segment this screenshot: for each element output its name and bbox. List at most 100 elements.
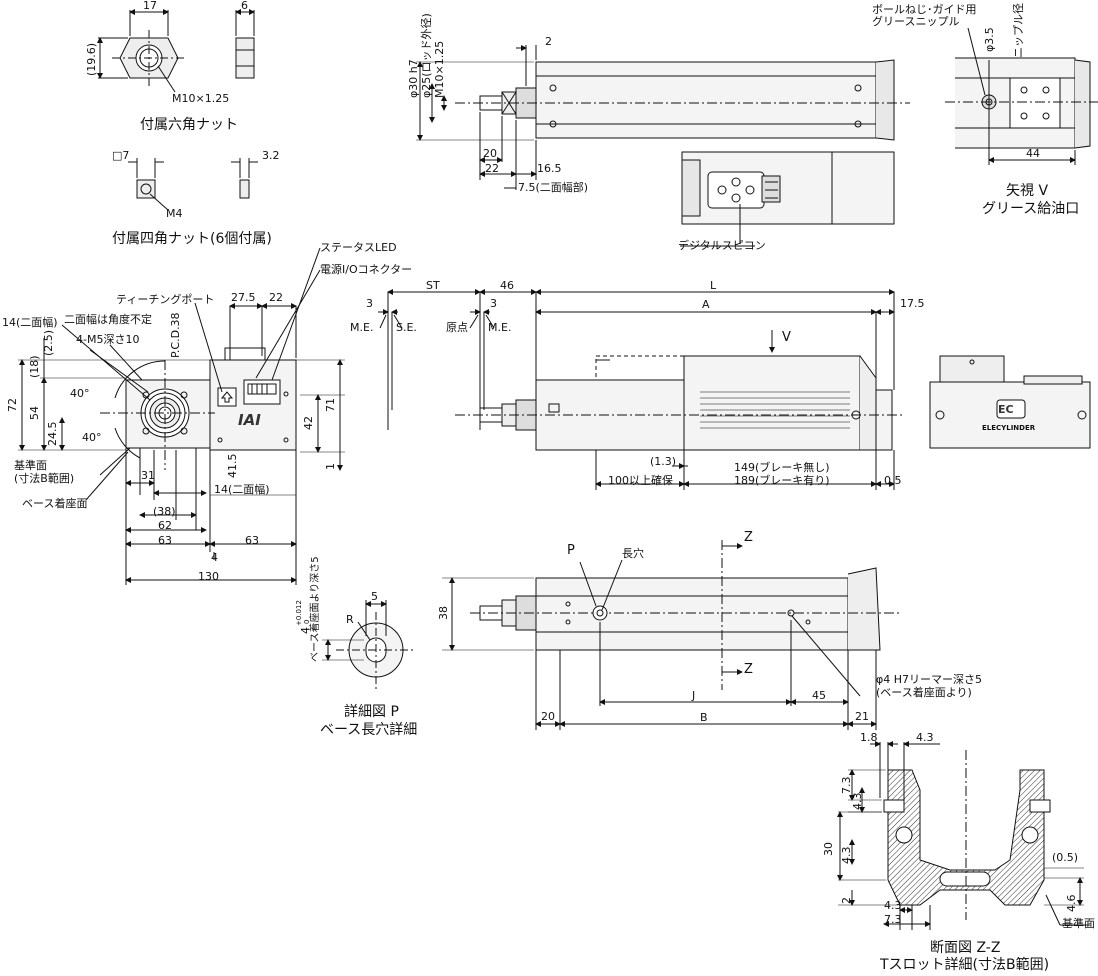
- hex-nut-thick-dim: 6: [241, 0, 248, 12]
- front-38-dim: (38): [153, 505, 176, 518]
- nipple-phi-dim: φ3.5: [983, 27, 996, 52]
- view-v-caption: 矢視 V: [1006, 183, 1049, 199]
- rod-7-5-dim: 7.5(二面幅部): [518, 181, 589, 194]
- base-slot-caption: ベース長穴詳細: [320, 722, 418, 738]
- front-63a-dim: 63: [158, 534, 172, 547]
- front-71-dim: 71: [324, 398, 337, 412]
- front-63b-dim: 63: [245, 534, 259, 547]
- stroke-st-dim: ST: [426, 279, 440, 292]
- datum-label: 基準面: [14, 459, 47, 472]
- square-nut-thick-dim: 3.2: [262, 149, 280, 162]
- iai-logo: IAI: [238, 411, 261, 429]
- base-mount-label: ベース着座面: [22, 497, 88, 510]
- section-4-3a-dim: 4.3: [916, 731, 934, 744]
- section-4-3b-dim: 4.3: [851, 792, 864, 811]
- section-0-5-dim: (0.5): [1052, 851, 1079, 864]
- front-2-5-dim: (2.5): [42, 329, 55, 356]
- view-v-arrow-label: V: [782, 330, 791, 345]
- front-72-dim: 72: [6, 398, 19, 412]
- bottom-21-dim: 21: [855, 710, 869, 723]
- side-17-5-dim: 17.5: [900, 297, 925, 310]
- bottom-45-dim: 45: [812, 689, 826, 702]
- detail-p-radius: R: [346, 613, 354, 626]
- m5-thread-label: 4-M5深さ10: [76, 333, 140, 346]
- grease-port-caption: グリース給油口: [982, 201, 1080, 217]
- detail-p-caption: 詳細図 P: [344, 704, 399, 720]
- section-z-marker-top: Z: [744, 530, 753, 545]
- section-7-3a-dim: 7.3: [840, 776, 853, 795]
- section-1-8-dim: 1.8: [860, 731, 878, 744]
- tslot-caption: Tスロット詳細(寸法B範囲): [880, 957, 1050, 973]
- grease-nipple-label: グリースニップル: [872, 15, 960, 28]
- dim-j: J: [692, 689, 696, 702]
- square-nut-drawing: [128, 158, 258, 211]
- pcd-label: P.C.D.38: [169, 312, 182, 358]
- detail-p-depth-note: ベース着座面より深さ5: [310, 556, 321, 662]
- rod-thread-dim: M10×1.25: [433, 40, 446, 98]
- bottom-view-drawing: [442, 540, 900, 730]
- front-54-dim: 54: [28, 406, 41, 420]
- reamer-note: (ベース着座面より): [876, 686, 972, 699]
- front-18-dim: (18): [28, 355, 41, 378]
- section-4-6-dim: 4.6: [1065, 894, 1078, 913]
- datum-range-label: (寸法B範囲): [14, 472, 75, 485]
- nipple-dia-label: ニップル径: [1012, 3, 1025, 58]
- front-41-5-dim: 41.5: [226, 453, 239, 479]
- power-connector-label: 電源I/Oコネクター: [320, 263, 413, 276]
- front-view-drawing: [18, 247, 345, 585]
- teaching-port-label: ティーチングポート: [116, 293, 215, 306]
- rod-20-dim: 20: [483, 147, 497, 160]
- across-flats-note: 二面幅は角度不定: [64, 313, 152, 326]
- me-label-1: M.E.: [350, 321, 374, 334]
- square-nut-caption: 付属四角ナット(6個付属): [112, 231, 272, 247]
- rod-2-dim: 2: [545, 35, 552, 48]
- side-3a-dim: 3: [366, 297, 373, 310]
- side-1-3-dim: (1.3): [650, 455, 677, 468]
- ball-screw-label: ボールねじ･ガイド用: [872, 3, 977, 16]
- length-l-dim: L: [710, 279, 717, 292]
- angle-40-upper: 40°: [70, 387, 90, 400]
- reamer-label: φ4 H7リーマー深さ5: [876, 673, 983, 686]
- hex-nut-width-dim: 17: [143, 0, 157, 12]
- section-2-dim: 2: [840, 897, 853, 904]
- side-189-dim: 189(ブレーキ有り): [734, 474, 830, 487]
- rod-detail-drawing: [416, 45, 910, 247]
- section-4-3c-dim: 4.3: [840, 846, 853, 865]
- section-zz-caption: 断面図 Z-Z: [930, 940, 1001, 956]
- front-62-dim: 62: [158, 519, 172, 532]
- front-27-5-dim: 27.5: [231, 291, 256, 304]
- side-100-dim: 100以上確保: [608, 474, 673, 487]
- rod-16-5-dim: 16.5: [537, 162, 562, 175]
- section-4-3d-dim: 4.3: [884, 899, 902, 912]
- view-v-drawing: [945, 27, 1098, 165]
- section-datum-label: 基準面: [1062, 917, 1095, 930]
- se-label: S.E.: [396, 321, 417, 334]
- section-7-3b-dim: 7.3: [884, 913, 902, 926]
- digital-speedcon-label: デジタルスピコン: [678, 239, 766, 252]
- section-z-marker-bottom: Z: [744, 662, 753, 677]
- slot-label: 長穴: [622, 547, 644, 560]
- ec-brand-mark: EC: [998, 403, 1014, 416]
- status-led-label: ステータスLED: [320, 241, 397, 254]
- section-30-dim: 30: [822, 842, 835, 856]
- side-view-drawing: [378, 289, 1091, 490]
- hex-nut-caption: 付属六角ナット: [140, 117, 238, 133]
- elecylinder-brand: ELECYLINDER: [982, 424, 1036, 432]
- front-24-5-dim: 24.5: [46, 421, 59, 447]
- front-1-dim: 1: [324, 463, 337, 470]
- view-v-44-dim: 44: [1026, 147, 1040, 160]
- square-nut-size-dim: □7: [112, 149, 130, 162]
- side-149-dim: 149(ブレーキ無し): [734, 461, 830, 474]
- section-zz-drawing: [837, 741, 1090, 930]
- origin-label: 原点: [446, 321, 468, 334]
- front-130-dim: 130: [198, 570, 219, 583]
- front-42-dim: 42: [302, 416, 315, 430]
- front-31-dim: 31: [141, 469, 155, 482]
- side-0-5-dim: 0.5: [884, 474, 902, 487]
- hex-nut-height-dim: (19.6): [85, 42, 98, 76]
- side-3b-dim: 3: [490, 297, 497, 310]
- square-nut-thread: M4: [166, 207, 183, 220]
- angle-40-lower: 40°: [82, 431, 102, 444]
- detail-p-marker: P: [567, 543, 575, 558]
